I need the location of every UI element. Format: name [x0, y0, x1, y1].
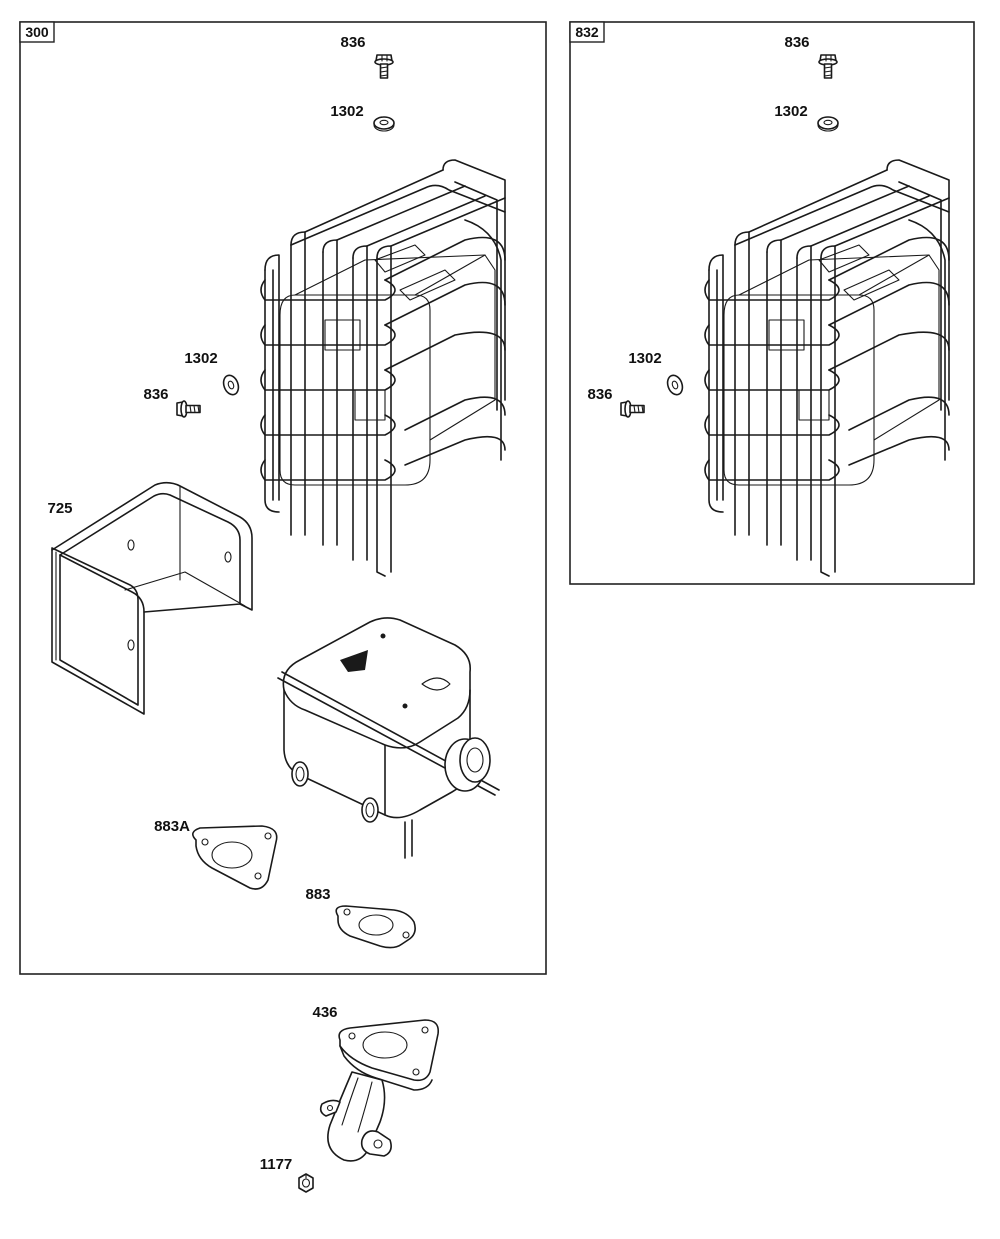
muffler-guard-icon: [260, 159, 506, 577]
callout-436: 436: [312, 1004, 337, 1021]
callout-725: 725: [47, 500, 72, 517]
assembly-300-id-box: [19, 21, 55, 43]
assembly-832-frame: [569, 21, 975, 585]
callout-1302-top: 1302: [330, 103, 363, 120]
flange-bolt-side-icon: [620, 400, 645, 418]
assembly-300-id: 300: [25, 24, 49, 40]
muffler-icon: [277, 617, 500, 859]
callout-1302-side: 1302: [184, 350, 217, 367]
callout-883: 883: [305, 886, 330, 903]
callout-1302-side: 1302: [628, 350, 661, 367]
flange-bolt-icon: [818, 54, 838, 79]
assembly-832-id: 832: [575, 24, 599, 40]
callout-1302-top: 1302: [774, 103, 807, 120]
assembly-832: 832 836 1302 1302 836: [569, 21, 975, 585]
assembly-300-frame: [19, 21, 547, 975]
callout-836-side: 836: [587, 386, 612, 403]
callout-836-top: 836: [784, 34, 809, 51]
gasket-883-icon: [335, 905, 416, 949]
exhaust-pipe-icon: [319, 1019, 440, 1162]
gasket-883a-icon: [192, 825, 278, 890]
callout-836-side: 836: [143, 386, 168, 403]
washer-icon: [373, 116, 395, 132]
hex-nut-icon: [298, 1173, 314, 1193]
flange-bolt-icon: [374, 54, 394, 79]
callout-1177: 1177: [260, 1156, 293, 1173]
washer-side-icon: [220, 372, 242, 398]
callout-883A: 883A: [154, 818, 190, 835]
heat-shield-icon: [51, 481, 253, 715]
assembly-832-id-box: [569, 21, 605, 43]
flange-bolt-side-icon: [176, 400, 201, 418]
washer-side-icon: [664, 372, 686, 398]
washer-icon: [817, 116, 839, 132]
callout-836-top: 836: [340, 34, 365, 51]
muffler-guard-icon: [704, 159, 950, 577]
assembly-300: 300 836 1302 1302 836 725: [19, 21, 547, 975]
